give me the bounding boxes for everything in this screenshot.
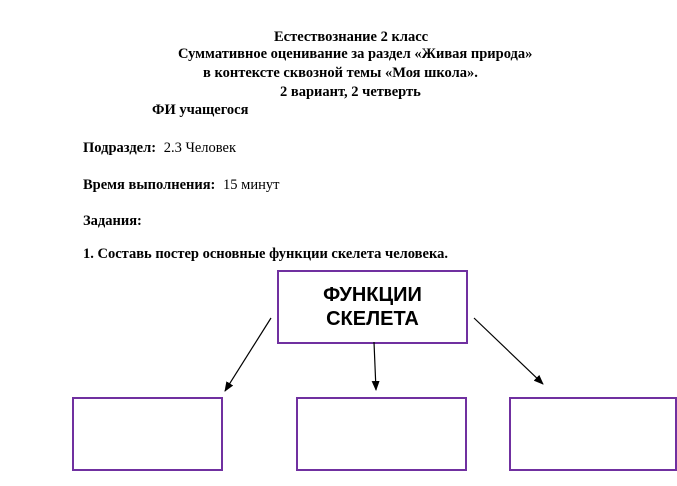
header-theme: в контексте сквозной темы «Моя школа». (203, 65, 478, 81)
skeleton-functions-box: ФУНКЦИИ СКЕЛЕТА (277, 270, 468, 344)
answer-box-2[interactable] (296, 397, 467, 471)
tasks-label: Задания: (83, 213, 142, 229)
time-row: Время выполнения: 15 минут (83, 176, 279, 194)
main-box-line-1: ФУНКЦИИ (323, 284, 422, 306)
subsection-row: Подраздел: 2.3 Человек (83, 139, 236, 157)
arrow-right (473, 317, 544, 385)
answer-box-3[interactable] (509, 397, 677, 471)
time-label: Время выполнения: (83, 177, 216, 193)
task-1-text: 1. Составь постер основные функции скеле… (83, 246, 448, 262)
header-variant: 2 вариант, 2 четверть (280, 84, 421, 100)
main-box-line-2: СКЕЛЕТА (326, 308, 419, 330)
arrow-left (224, 317, 272, 392)
arrow-middle (371, 341, 380, 391)
header-assessment: Суммативное оценивание за раздел «Живая … (178, 46, 533, 62)
student-name-label: ФИ учащегося (152, 102, 249, 118)
time-value: 15 минут (223, 177, 280, 193)
subsection-value: 2.3 Человек (163, 140, 237, 156)
header-subject: Естествознание 2 класс (274, 29, 429, 45)
answer-box-1[interactable] (72, 397, 223, 471)
subsection-label: Подраздел: (83, 140, 157, 156)
